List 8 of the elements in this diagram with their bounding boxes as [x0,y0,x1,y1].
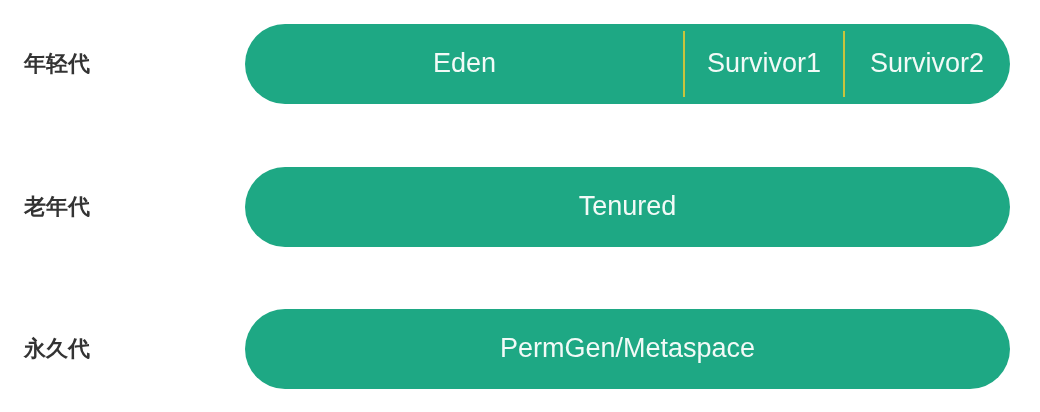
space-label: PermGen/Metaspace [499,333,756,364]
row-label: 年轻代 [24,51,90,77]
space-label: Survivor1 [706,49,821,79]
space-label: Eden [432,49,497,79]
space-label: Survivor2 [869,49,984,79]
space-label: Tenured [578,191,677,222]
row-label: 永久代 [24,336,90,362]
row-label: 老年代 [24,194,90,220]
